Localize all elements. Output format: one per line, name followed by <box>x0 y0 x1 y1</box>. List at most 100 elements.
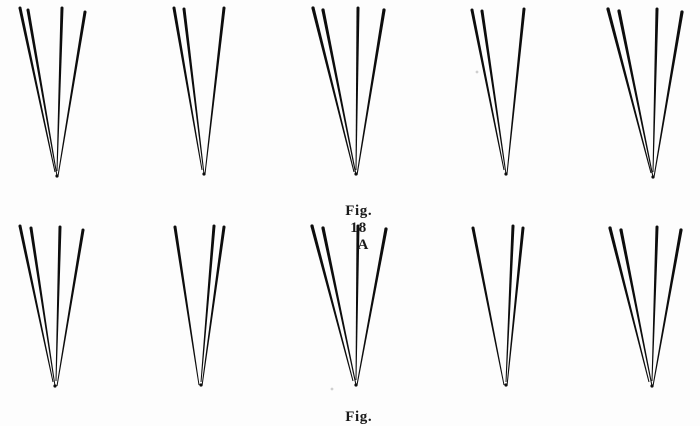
bundle-stroke-cap <box>212 224 216 228</box>
bundle-stroke-1 <box>18 225 54 383</box>
ink-strokes-layer <box>18 6 684 388</box>
line-bundle-figure-5 <box>606 7 684 179</box>
bundle-stroke-cap <box>18 224 22 228</box>
bundle-stroke-cap <box>680 10 684 14</box>
bundle-apex <box>199 383 203 387</box>
bundle-stroke-cap <box>606 7 610 11</box>
bundle-stroke-cap <box>182 7 186 11</box>
bundle-stroke-3 <box>55 226 62 382</box>
bundle-apex <box>650 384 654 388</box>
bundle-stroke-1 <box>310 225 354 382</box>
bundle-stroke-3 <box>201 226 226 387</box>
bundle-stroke-cap <box>60 6 64 10</box>
bundle-stroke-1 <box>606 8 652 174</box>
bundle-stroke-cap <box>679 228 683 232</box>
bundle-stroke-2 <box>617 10 654 178</box>
caption-b-prefix: Fig. <box>345 409 373 425</box>
bundle-stroke-3 <box>506 8 526 175</box>
bundle-stroke-1 <box>470 9 505 171</box>
bundle-stroke-cap <box>58 225 62 229</box>
bundle-stroke-cap <box>311 6 315 10</box>
bundle-apex <box>504 383 508 387</box>
line-bundle-figure-1 <box>18 224 85 388</box>
bundle-stroke-cap <box>222 6 226 10</box>
bundle-stroke-cap <box>173 225 177 229</box>
bundle-stroke-cap <box>356 6 360 10</box>
line-bundle-figure-1 <box>18 6 87 178</box>
bundle-stroke-cap <box>321 8 325 12</box>
bundle-stroke-4 <box>652 229 683 387</box>
bundle-stroke-cap <box>655 225 659 229</box>
caption-a-number: 18 <box>350 220 368 236</box>
scan-speck <box>475 70 479 74</box>
bundle-stroke-cap <box>222 225 226 229</box>
bundle-stroke-cap <box>522 7 526 11</box>
line-bundle-figure-3 <box>311 6 386 176</box>
bundle-stroke-cap <box>172 6 176 10</box>
figure-row-2 <box>18 224 683 388</box>
bundle-stroke-1 <box>311 7 355 173</box>
figure-row-1 <box>18 6 684 179</box>
line-bundle-figure-5 <box>608 225 683 388</box>
line-bundle-figure-4 <box>470 7 526 176</box>
bundle-stroke-4 <box>653 11 684 178</box>
bundle-stroke-cap <box>83 10 87 14</box>
bundle-stroke-cap <box>384 227 388 231</box>
bundle-stroke-3 <box>204 7 226 175</box>
bundle-apex <box>504 172 508 176</box>
bundle-stroke-cap <box>617 9 621 13</box>
caption-a-prefix: Fig. <box>345 203 373 219</box>
bundle-apex <box>53 384 57 388</box>
bundle-stroke-2 <box>182 8 205 175</box>
bundle-stroke-3 <box>652 8 659 173</box>
bundle-stroke-cap <box>356 224 360 228</box>
bundle-apex <box>202 172 206 176</box>
bundle-stroke-cap <box>471 226 475 230</box>
bundle-stroke-3 <box>506 227 525 387</box>
bundle-stroke-cap <box>521 226 525 230</box>
bundle-apex <box>651 175 655 179</box>
bundle-stroke-4 <box>57 11 87 177</box>
bundle-stroke-4 <box>356 9 386 176</box>
bundle-stroke-1 <box>18 7 56 173</box>
bundle-stroke-cap <box>480 9 484 13</box>
bundle-stroke-2 <box>29 227 56 387</box>
bundle-stroke-3 <box>651 226 659 382</box>
line-bundle-figure-2 <box>173 224 226 387</box>
line-bundle-figure-4 <box>471 224 525 387</box>
bundle-stroke-4 <box>356 228 388 386</box>
caption-fig-18-a: Fig. 18 A <box>0 186 700 271</box>
caption-fig-18-b: Fig. 18 B <box>0 392 700 426</box>
bundle-stroke-cap <box>321 226 325 230</box>
bundle-apex <box>354 383 358 387</box>
bundle-stroke-2 <box>321 227 357 386</box>
bundle-stroke-2 <box>200 225 216 383</box>
bundle-stroke-3 <box>355 7 360 171</box>
bundle-stroke-1 <box>173 226 200 386</box>
bundle-apex <box>354 172 358 176</box>
bundle-stroke-2 <box>480 10 507 175</box>
bundle-stroke-2 <box>321 9 357 176</box>
scan-speck <box>330 387 334 391</box>
bundle-stroke-cap <box>608 226 612 230</box>
bundle-stroke-4 <box>56 229 85 387</box>
bundle-stroke-cap <box>511 224 515 228</box>
bundle-stroke-cap <box>26 8 30 12</box>
bundle-stroke-cap <box>382 8 386 12</box>
caption-a-letter: A <box>357 237 369 253</box>
bundle-stroke-2 <box>619 229 653 387</box>
bundle-stroke-2 <box>26 9 58 177</box>
bundle-stroke-cap <box>655 7 659 11</box>
bundle-stroke-2 <box>505 225 515 383</box>
bundle-stroke-cap <box>310 224 314 228</box>
bundle-stroke-1 <box>172 7 203 171</box>
bundle-stroke-1 <box>608 227 650 383</box>
bundle-stroke-1 <box>471 227 505 386</box>
line-bundle-figure-2 <box>172 6 226 176</box>
bundle-stroke-cap <box>29 226 33 230</box>
bundle-apex <box>55 174 59 178</box>
line-bundle-figure-3 <box>310 224 388 387</box>
bundle-stroke-cap <box>619 228 623 232</box>
